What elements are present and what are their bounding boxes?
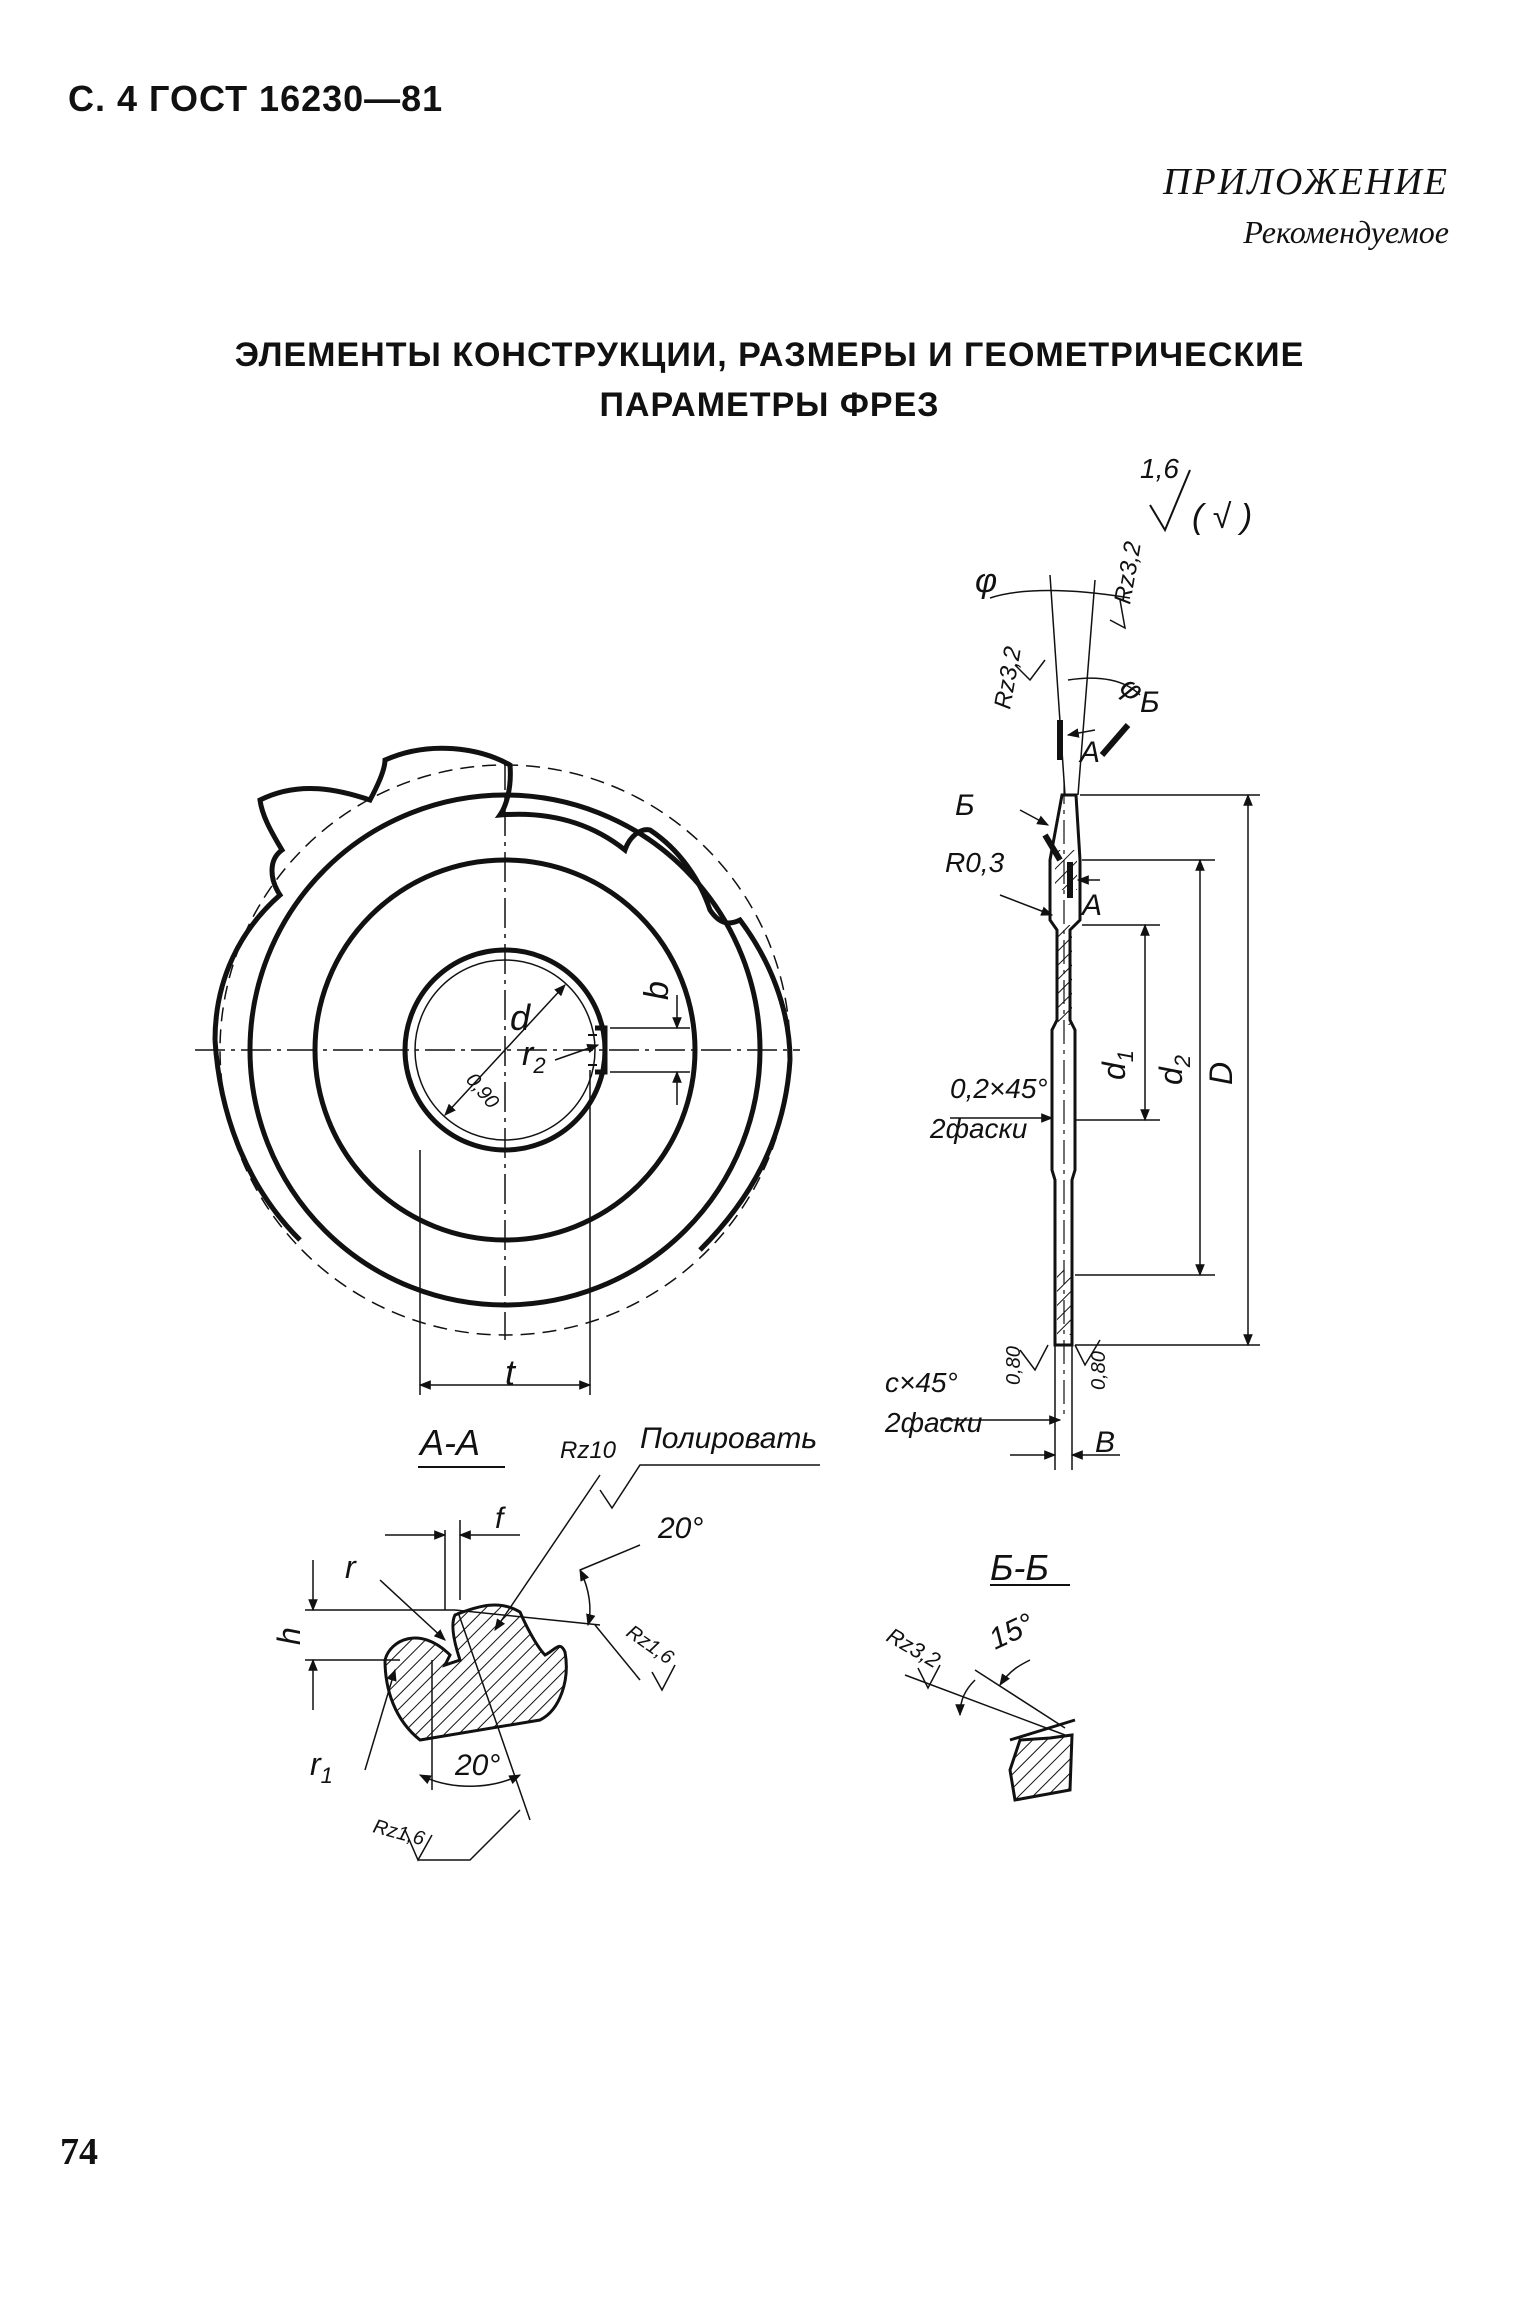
label-two-chamfers-top: 2фаски bbox=[929, 1113, 1028, 1144]
label-two-chamfers-bottom: 2фаски bbox=[884, 1407, 983, 1438]
label-20deg-bottom: 20° bbox=[454, 1749, 500, 1782]
keyway bbox=[595, 1025, 608, 1075]
label-rz10: Rz10 bbox=[560, 1437, 617, 1464]
label-rz16-bottom: Rz1,6 bbox=[371, 1816, 428, 1851]
label-r080-left: 0,80 bbox=[1003, 1346, 1025, 1385]
document-title: ЭЛЕМЕНТЫ КОНСТРУКЦИИ, РАЗМЕРЫ И ГЕОМЕТРИ… bbox=[0, 330, 1539, 430]
label-t: t bbox=[505, 1352, 517, 1393]
label-b: b bbox=[638, 981, 676, 1000]
label-r1: r1 bbox=[310, 1746, 333, 1788]
lower-left-rim bbox=[212, 1039, 302, 1242]
section-aa-profile bbox=[383, 1603, 568, 1742]
label-phi-top: φ bbox=[975, 562, 997, 600]
label-f: f bbox=[495, 1502, 506, 1535]
root-circle bbox=[219, 764, 791, 1336]
section-aa bbox=[305, 1464, 820, 1862]
cutter-front-view bbox=[195, 745, 800, 1395]
label-b-cut-top: Б bbox=[1140, 686, 1160, 719]
label-rz32-top-right: Rz3,2 bbox=[1109, 540, 1146, 606]
label-roughness-general: 1,6 bbox=[1140, 453, 1179, 484]
label-20deg-top: 20° bbox=[657, 1512, 703, 1545]
dim-d bbox=[444, 984, 566, 1116]
label-chamfer-02: 0,2×45° bbox=[950, 1073, 1048, 1104]
title-line-1: ЭЛЕМЕНТЫ КОНСТРУКЦИИ, РАЗМЕРЫ И ГЕОМЕТРИ… bbox=[234, 336, 1305, 374]
label-c45: c×45° bbox=[885, 1367, 958, 1398]
label-a-cut-bottom: А bbox=[1080, 889, 1102, 922]
label-section-bb: Б-Б bbox=[990, 1547, 1049, 1588]
label-rz16-right: Rz1,6 bbox=[622, 1621, 678, 1669]
label-polish: Полировать bbox=[640, 1422, 817, 1455]
label-h: h bbox=[271, 1627, 307, 1645]
label-d: d bbox=[510, 997, 531, 1038]
appendix-subtitle: Рекомендуемое bbox=[1243, 214, 1449, 250]
appendix-title: ПРИЛОЖЕНИЕ bbox=[1163, 161, 1449, 203]
label-roughness-paren: ( √ ) bbox=[1192, 498, 1252, 536]
section-bb bbox=[904, 1584, 1076, 1802]
label-d1: d1 bbox=[1096, 1050, 1138, 1080]
label-rz32-bb: Rz3,2 bbox=[883, 1623, 945, 1673]
page-header: С. 4 ГОСТ 16230—81 bbox=[68, 78, 444, 119]
label-rz32-top-left: Rz3,2 bbox=[989, 645, 1026, 711]
hub-circle bbox=[312, 857, 698, 1243]
roughness-symbol-general bbox=[1149, 469, 1191, 533]
label-d2: d2 bbox=[1153, 1055, 1195, 1085]
label-r2: r2 bbox=[522, 1035, 546, 1078]
cutter-side-view bbox=[940, 469, 1260, 1470]
label-b-cut-left: Б bbox=[955, 789, 975, 822]
label-r: r bbox=[345, 1549, 357, 1585]
label-r03: R0,3 bbox=[945, 847, 1005, 878]
title-line-2: ПАРАМЕТРЫ ФРЕЗ bbox=[599, 386, 940, 424]
appendix-block: ПРИЛОЖЕНИЕ Рекомендуемое bbox=[1163, 160, 1449, 251]
page-number: 74 bbox=[60, 2131, 98, 2173]
label-a-cut-top: А bbox=[1078, 736, 1100, 769]
label-15deg: 15° bbox=[984, 1607, 1039, 1656]
label-B: B bbox=[1095, 1426, 1115, 1459]
label-section-aa: А-А bbox=[418, 1422, 480, 1463]
lower-right-rim bbox=[698, 1059, 793, 1252]
outer-face-circle bbox=[247, 792, 763, 1308]
label-r080-right: 0,80 bbox=[1088, 1351, 1110, 1390]
label-D: D bbox=[1203, 1062, 1239, 1085]
